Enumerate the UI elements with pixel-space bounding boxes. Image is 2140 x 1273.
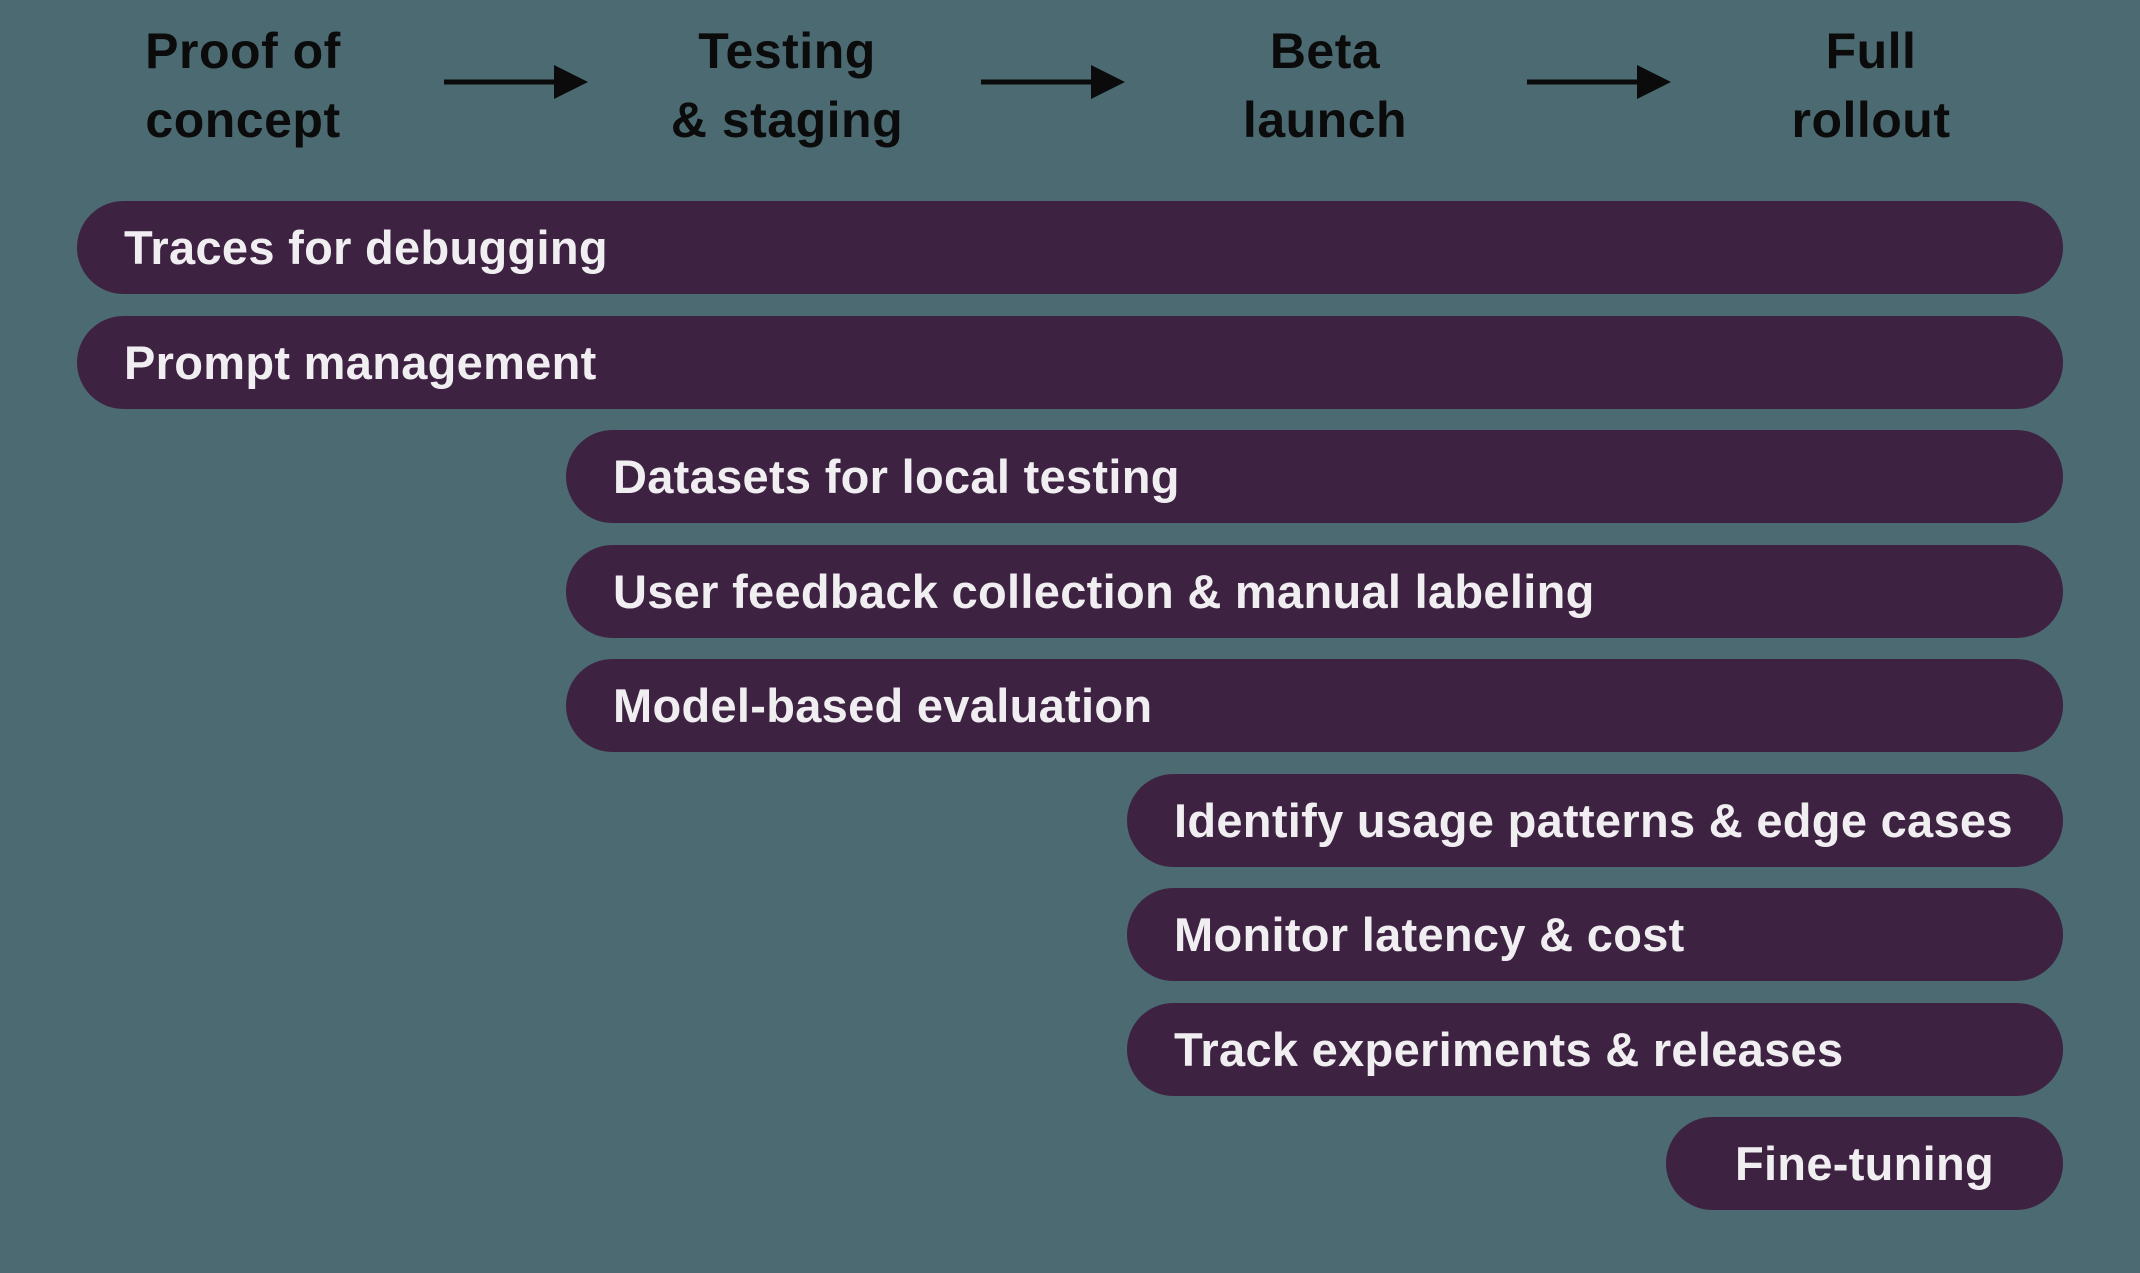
bar-label: User feedback collection & manual labeli… [613, 565, 1595, 618]
stage-label-line: rollout [1791, 92, 1951, 148]
stage-label-line: Beta [1269, 23, 1381, 79]
stage-label-line: launch [1242, 92, 1408, 148]
stage-proof-of-concept: Proof of concept [33, 17, 453, 155]
arrow-right-icon [444, 65, 588, 99]
stage-label-line: Proof of [145, 23, 341, 79]
bar-label: Track experiments & releases [1174, 1023, 1844, 1076]
arrow-right-icon [981, 65, 1125, 99]
bar-label: Identify usage patterns & edge cases [1174, 794, 2013, 847]
stage-full-rollout: Full rollout [1661, 17, 2081, 155]
stage-testing-staging: Testing & staging [577, 17, 997, 155]
bar-label: Monitor latency & cost [1174, 908, 1685, 961]
bar-model-based-evaluation: Model-based evaluation [566, 659, 2063, 752]
bar-label: Traces for debugging [124, 221, 608, 274]
bar-traces-for-debugging: Traces for debugging [77, 201, 2063, 294]
bar-label: Datasets for local testing [613, 450, 1180, 503]
stage-label-line: Testing [698, 23, 876, 79]
bar-datasets-for-local-testing: Datasets for local testing [566, 430, 2063, 523]
stage-beta-launch: Beta launch [1115, 17, 1535, 155]
bar-monitor-latency-cost: Monitor latency & cost [1127, 888, 2063, 981]
bar-label: Model-based evaluation [613, 679, 1153, 732]
arrow-right-icon [1527, 65, 1671, 99]
bar-fine-tuning: Fine-tuning [1666, 1117, 2063, 1210]
bar-label: Fine-tuning [1734, 1137, 1995, 1190]
stage-label-line: & staging [670, 92, 904, 148]
stage-label-line: concept [145, 92, 341, 148]
bar-track-experiments-releases: Track experiments & releases [1127, 1003, 2063, 1096]
bar-user-feedback-collection: User feedback collection & manual labeli… [566, 545, 2063, 638]
bar-prompt-management: Prompt management [77, 316, 2063, 409]
bar-label: Prompt management [124, 336, 597, 389]
bar-identify-usage-patterns: Identify usage patterns & edge cases [1127, 774, 2063, 867]
stage-label-line: Full [1825, 23, 1917, 79]
